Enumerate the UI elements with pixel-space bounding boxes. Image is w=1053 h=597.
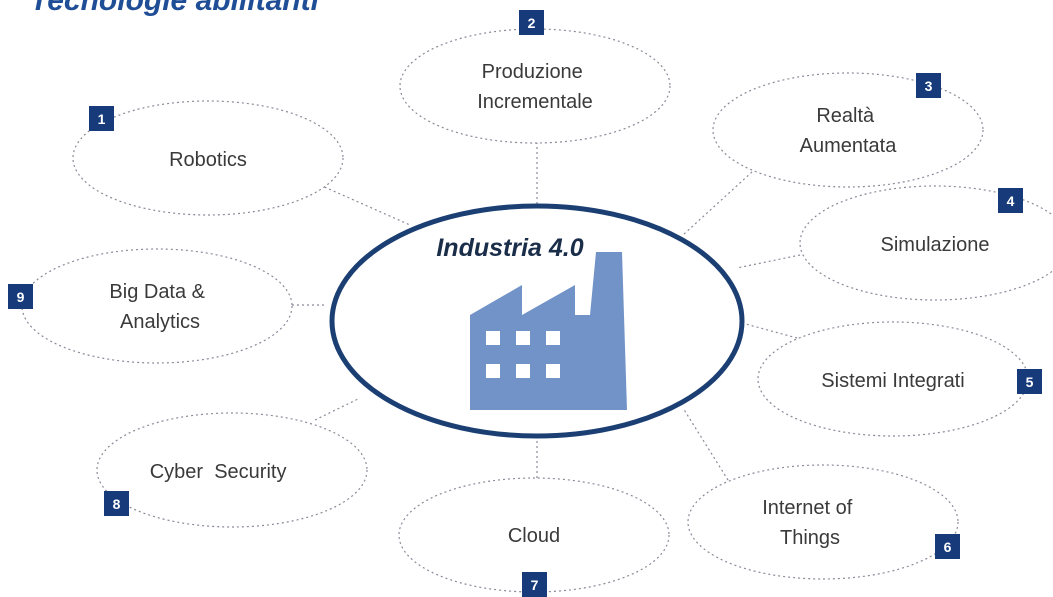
node-label-bigdata: Big Data & Analytics (109, 281, 210, 333)
badge-7: 7 (522, 572, 547, 597)
connector-1 (319, 184, 411, 226)
node-iot-ellipse (687, 464, 959, 580)
node-label-robotics: Robotics (169, 149, 247, 171)
badge-8: 8 (104, 491, 129, 516)
node-robotics-ellipse (72, 100, 344, 216)
svg-text:8: 8 (113, 496, 121, 512)
badge-4: 4 (998, 188, 1023, 213)
node-cyber-ellipse (96, 412, 368, 528)
node-label-sistemi: Sistemi Integrati (821, 370, 964, 392)
svg-text:3: 3 (925, 78, 933, 94)
svg-text:4: 4 (1007, 193, 1015, 209)
connector-3 (682, 171, 753, 236)
connectors (292, 142, 801, 481)
node-produzione-ellipse (399, 28, 671, 144)
node-label-iot: Internet of Things (762, 497, 858, 549)
center-label: Industria 4.0 (436, 234, 583, 262)
svg-text:5: 5 (1026, 374, 1034, 390)
badge-1: 1 (89, 106, 114, 131)
connector-5 (741, 322, 798, 339)
node-label-realta: Realtà Aumentata (800, 105, 898, 157)
svg-text:9: 9 (17, 289, 25, 305)
factory-icon (470, 252, 627, 410)
svg-text:2: 2 (528, 15, 536, 31)
number-badges: 1 2 3 4 5 6 7 8 (8, 10, 1042, 597)
connector-8 (314, 397, 361, 421)
node-labels: Robotics Produzione Incrementale Realtà … (109, 61, 989, 549)
svg-text:7: 7 (531, 577, 539, 593)
node-label-cloud: Cloud (508, 525, 560, 547)
svg-text:1: 1 (98, 111, 106, 127)
node-realta-ellipse (712, 72, 984, 188)
node-label-cyber: Cyber Security (150, 461, 315, 483)
node-ellipses (21, 28, 1053, 593)
connector-6 (682, 407, 729, 481)
badge-6: 6 (935, 534, 960, 559)
badge-9: 9 (8, 284, 33, 309)
badge-5: 5 (1017, 369, 1042, 394)
badge-2: 2 (519, 10, 544, 35)
diagram-title: Tecnologie abilitanti (30, 0, 319, 17)
node-bigdata-ellipse (21, 248, 293, 364)
connector-4 (736, 254, 801, 269)
node-simulazione-ellipse (799, 185, 1053, 301)
badge-3: 3 (916, 73, 941, 98)
node-label-produzione: Produzione Incrementale (477, 61, 593, 113)
node-label-simulazione: Simulazione (881, 234, 990, 256)
svg-text:6: 6 (944, 539, 952, 555)
